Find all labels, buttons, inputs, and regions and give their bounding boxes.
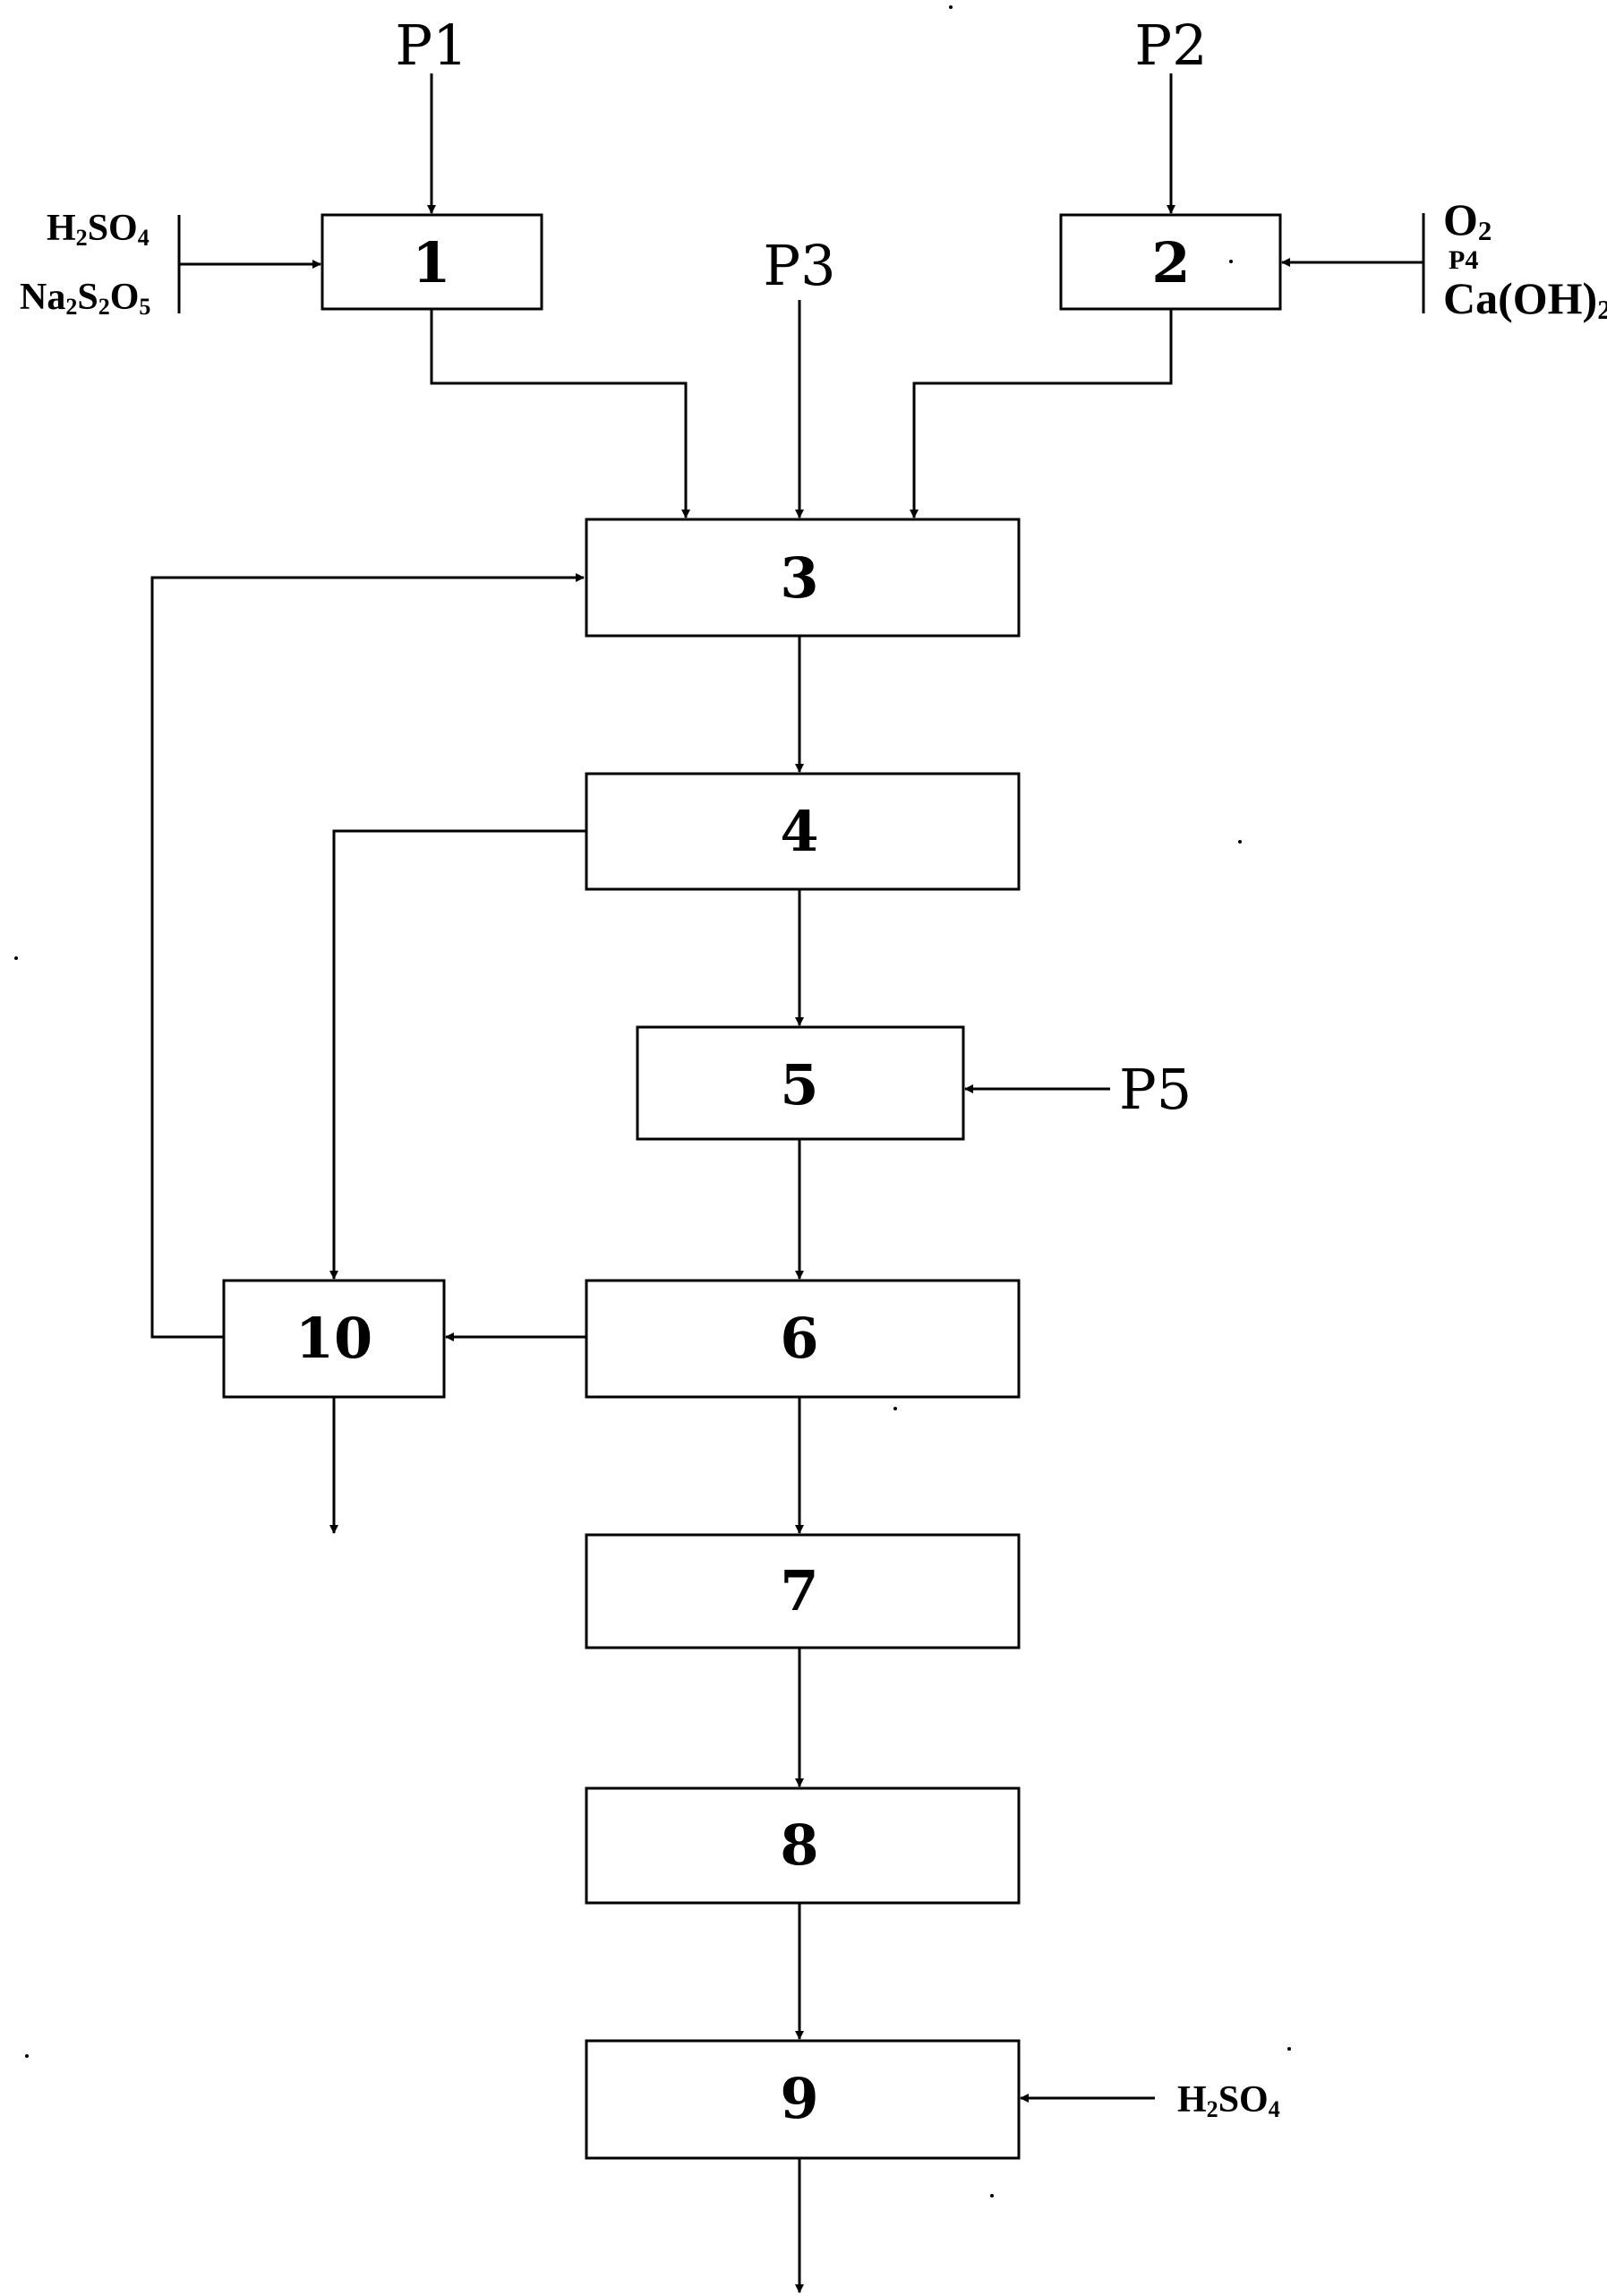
process-box-4: 4 [585, 772, 1021, 891]
scan-speck [949, 5, 953, 9]
box-label-1: 1 [412, 230, 450, 296]
scan-speck [990, 2194, 994, 2197]
arrow-box1-to-box3 [430, 309, 690, 518]
input-label-p2: P2 [1134, 13, 1207, 78]
scan-speck [1229, 260, 1233, 263]
scan-speck [1287, 2047, 1291, 2051]
scan-speck [25, 2054, 29, 2058]
scan-speck [893, 1407, 897, 1410]
box-label-2: 2 [1151, 230, 1190, 296]
reagent-h2so4-box1: H2SO4 [47, 208, 150, 251]
reagent-p4-box2: P4 [1449, 245, 1478, 275]
process-box-10: 10 [222, 1279, 446, 1399]
input-label-p5: P5 [1119, 1057, 1192, 1122]
arrow-box4-to-box10 [329, 829, 586, 1280]
box-label-6: 6 [780, 1306, 818, 1371]
input-label-p1: P1 [395, 13, 467, 78]
box-label-5: 5 [780, 1052, 818, 1118]
scan-speck [1238, 840, 1242, 844]
process-box-6: 6 [585, 1279, 1021, 1399]
arrow-box10-to-box3 [150, 573, 585, 1339]
box-label-10: 10 [295, 1306, 372, 1371]
box-label-8: 8 [780, 1812, 818, 1878]
reagent-o2-box2: O2 [1443, 194, 1492, 246]
reagent-na2s2o5-box1: Na2S2O5 [20, 277, 150, 320]
process-box-1: 1 [321, 213, 543, 311]
process-box-5: 5 [636, 1025, 965, 1141]
process-box-2: 2 [1059, 213, 1282, 311]
box-label-3: 3 [780, 545, 818, 611]
reagent-caoh2-box2: Ca(OH)2 [1443, 273, 1607, 325]
box-label-9: 9 [780, 2066, 818, 2131]
box-label-7: 7 [780, 1558, 818, 1623]
process-box-9: 9 [585, 2039, 1021, 2160]
scan-speck [14, 956, 18, 960]
process-box-8: 8 [585, 1786, 1021, 1905]
process-box-7: 7 [585, 1533, 1021, 1649]
reagent-h2so4-box9: H2SO4 [1177, 2079, 1280, 2122]
input-label-p3: P3 [763, 233, 835, 298]
process-box-3: 3 [585, 518, 1021, 638]
box-label-4: 4 [780, 799, 818, 864]
arrow-box2-to-box3 [910, 309, 1173, 518]
